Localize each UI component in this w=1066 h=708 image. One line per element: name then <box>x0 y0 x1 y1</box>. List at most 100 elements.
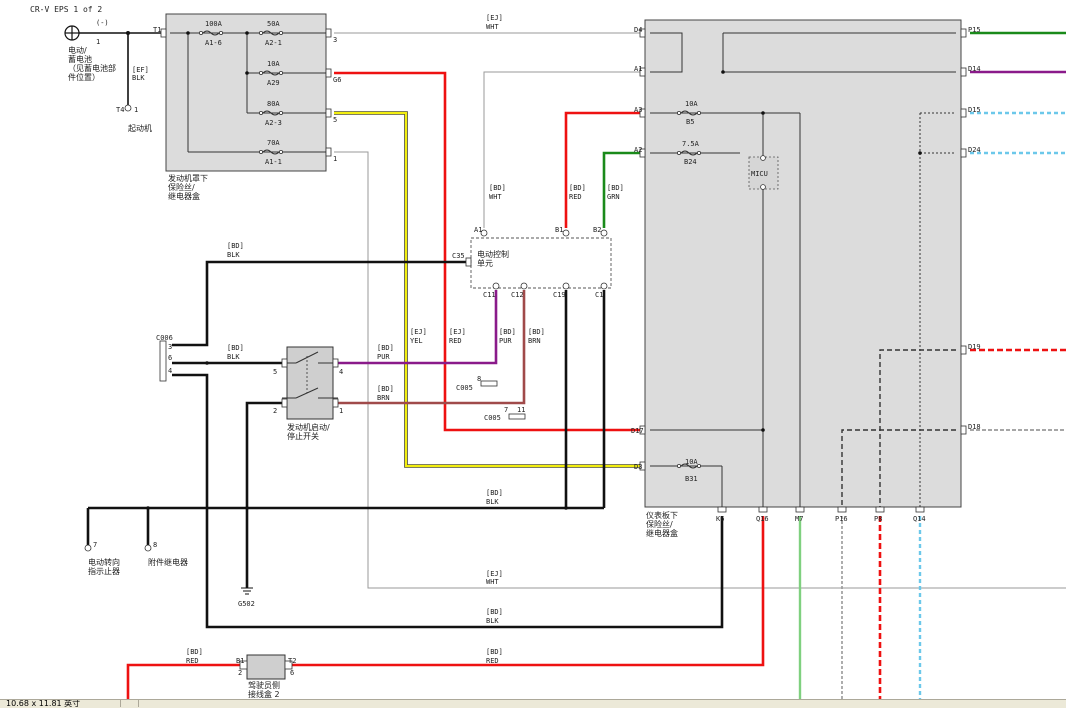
fuse-id: A2-3 <box>265 119 282 127</box>
fuse-id: B24 <box>684 158 697 166</box>
eps-pin: C1 <box>595 291 603 299</box>
connector-c005b <box>508 413 526 420</box>
eps-pin: C11 <box>483 291 496 299</box>
wire-blk-bottom <box>172 373 724 629</box>
wire-tag: [BD] <box>569 184 586 192</box>
efb-pin: 1 <box>333 155 337 163</box>
battery-polarity: (-) <box>96 19 109 27</box>
eps-pin: C12 <box>511 291 524 299</box>
eps-indicator-label-2: 指示止器 <box>88 566 120 576</box>
ignition-switch <box>286 346 334 420</box>
junction-pin: B1 <box>236 657 244 665</box>
wire-tag: [BD] <box>186 648 203 656</box>
status-bar-field[interactable] <box>120 700 135 707</box>
dfb-pin: K6 <box>716 515 724 523</box>
starter-pin: 1 <box>134 106 138 114</box>
eps-pin: C19 <box>553 291 566 299</box>
dfb-pin: A1 <box>634 65 642 73</box>
wire-tag: [BD] <box>528 328 545 336</box>
dash-fuse-box <box>644 19 962 508</box>
wire-tag: [BD] <box>227 344 244 352</box>
wire-color: RED <box>569 193 582 201</box>
battery-label-3: 件位置） <box>68 72 100 82</box>
wire-tag: [EJ] <box>486 570 503 578</box>
dfb-pin: Q16 <box>756 515 769 523</box>
wire-wht-bottom <box>334 151 1066 589</box>
wire-tag: [BD] <box>486 608 503 616</box>
efb-pin: G6 <box>333 76 341 84</box>
efb-pin-in: T1 <box>153 26 161 34</box>
dfb-pin: D15 <box>968 106 981 114</box>
eps-label-1: 电动控制 <box>477 249 509 259</box>
connector-pin: 7 <box>504 406 508 414</box>
battery-pin: 1 <box>96 38 100 46</box>
connector-pin: 8 <box>477 375 481 383</box>
wire-tag: [EJ] <box>486 14 503 22</box>
dfb-pin: M7 <box>795 515 803 523</box>
page-size-readout: 10.68 x 11.81 英寸 <box>6 699 81 708</box>
wire-color: BLK <box>227 353 240 361</box>
connector-pin: 11 <box>517 406 525 414</box>
terminal-eps-indicator <box>84 544 92 552</box>
connector-ref: C005 <box>484 414 501 422</box>
wire-dfb-internal <box>650 32 956 512</box>
accessory-relay-label: 附件继电器 <box>148 557 188 567</box>
wire-red-g6 <box>334 71 640 432</box>
eps-pins <box>480 229 608 290</box>
wire-color: WHT <box>486 578 499 586</box>
wire-blk-c35 <box>172 260 466 347</box>
engine-fuse-box <box>165 13 327 172</box>
wire-tag: [BD] <box>377 344 394 352</box>
wire-color: RED <box>186 657 199 665</box>
fuse-id: B5 <box>686 118 694 126</box>
wire-yel <box>334 111 640 468</box>
dfb-pin: D3 <box>634 463 642 471</box>
switch-pin: 4 <box>339 368 343 376</box>
switch-label-1: 发动机启动/ <box>287 422 330 432</box>
fuse-rating: 10A <box>267 60 280 68</box>
wire-color: RED <box>449 337 462 345</box>
wire-color: BLK <box>486 617 499 625</box>
dfb-pin: D24 <box>968 146 981 154</box>
eps-indicator-label-1: 电动转向 <box>88 557 120 567</box>
dfb-pin: Q14 <box>913 515 926 523</box>
splice-dots <box>146 31 922 510</box>
micu-pin <box>760 184 766 190</box>
wire-tag: [EJ] <box>410 328 427 336</box>
status-bar-field <box>138 700 1059 707</box>
battery-label-1: 电动/ <box>68 45 87 55</box>
wire-brn <box>338 290 526 405</box>
eps-pin: B1 <box>555 226 563 234</box>
fuse-id: A29 <box>267 79 280 87</box>
junction-pin: 2 <box>238 669 242 677</box>
efb-pin: 5 <box>333 116 337 124</box>
wire-tag: [BD] <box>499 328 516 336</box>
wire-grn-eps <box>602 151 640 228</box>
wire-tag: [BD] <box>489 184 506 192</box>
junction-label-1: 驾驶员侧 <box>248 680 280 690</box>
wire-red-eps <box>564 111 640 228</box>
wire-tag: [EF] <box>132 66 149 74</box>
fuse-rating: 50A <box>267 20 280 28</box>
switch-pin: 5 <box>273 368 277 376</box>
wire-blk-gnd <box>86 290 606 588</box>
wire-wht-eps <box>483 71 640 228</box>
fuse-icon <box>202 30 698 469</box>
connector-pin: 6 <box>168 354 172 362</box>
micu-label: MICU <box>751 170 768 178</box>
dfb-pin: P16 <box>835 515 848 523</box>
wire-color: PUR <box>499 337 512 345</box>
page-title: CR-V EPS 1 of 2 <box>30 5 102 14</box>
wire-red-bottom-right <box>292 516 765 667</box>
wire-color: YEL <box>410 337 423 345</box>
wire-tag: [BD] <box>607 184 624 192</box>
wire-color: GRN <box>607 193 620 201</box>
connector-ref: C006 <box>156 334 173 342</box>
eps-pin: B2 <box>593 226 601 234</box>
fuse-rating: 70A <box>267 139 280 147</box>
wire-color: BRN <box>377 394 390 402</box>
wire-pur <box>338 290 498 365</box>
junction-pin: T2 <box>288 657 296 665</box>
dfb-pin: A3 <box>634 106 642 114</box>
